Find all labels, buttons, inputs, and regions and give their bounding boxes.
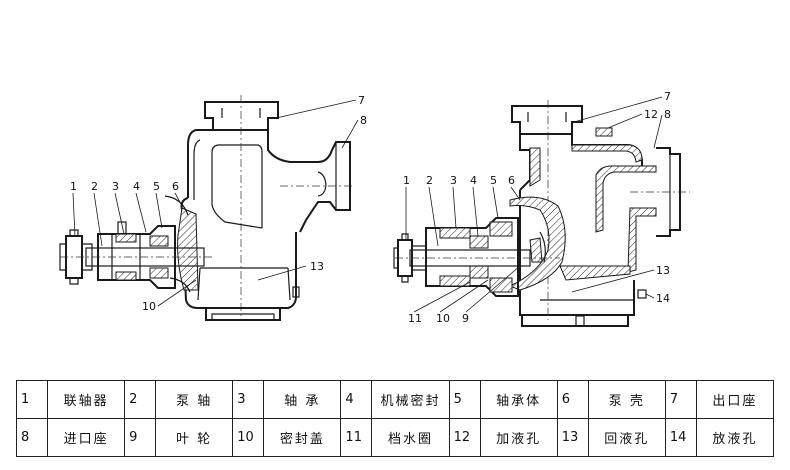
legend-part-name: 放液孔 (695, 418, 775, 457)
legend-row: 8 进口座 9 叶 轮 10 密封盖 11 档水圈 12 加液孔 13 回液孔 … (16, 418, 775, 457)
right-pump-view (393, 100, 690, 327)
legend-number: 14 (664, 418, 697, 457)
right-callout-2: 2 (426, 174, 433, 187)
right-callout-1: 1 (403, 174, 410, 187)
parts-legend-table: 1 联轴器 2 泵 轴 3 轴 承 4 机械密封 5 轴承体 6 泵 壳 7 出… (16, 380, 775, 457)
legend-part-name: 泵 轴 (155, 380, 234, 419)
legend-part-name: 轴 承 (263, 380, 342, 419)
left-pump-view (59, 95, 352, 321)
left-callout-8: 8 (360, 114, 367, 127)
pump-sectional-drawing: 1 2 3 4 5 6 7 8 10 13 (59, 90, 690, 327)
legend-part-name: 机械密封 (371, 380, 450, 419)
left-callouts: 1 2 3 4 5 6 7 8 10 13 (70, 94, 367, 313)
legend-number: 8 (16, 418, 48, 457)
legend-number: 6 (556, 380, 589, 419)
right-callout-6: 6 (508, 174, 515, 187)
legend-part-name: 密封盖 (263, 418, 342, 457)
right-callout-11: 11 (408, 312, 422, 325)
right-callout-14: 14 (656, 292, 670, 305)
left-callout-2: 2 (91, 180, 98, 193)
right-callout-7: 7 (664, 90, 671, 103)
legend-number: 3 (232, 380, 265, 419)
legend-part-name: 联轴器 (46, 380, 126, 419)
left-callout-7: 7 (358, 94, 365, 107)
legend-number: 4 (340, 380, 373, 419)
right-callout-4: 4 (470, 174, 477, 187)
legend-number: 2 (124, 380, 157, 419)
right-callout-13: 13 (656, 264, 670, 277)
right-callout-12: 12 (644, 108, 658, 121)
left-callout-1: 1 (70, 180, 77, 193)
legend-number: 10 (232, 418, 265, 457)
left-callout-10: 10 (142, 300, 156, 313)
left-callout-3: 3 (112, 180, 119, 193)
legend-number: 7 (664, 380, 697, 419)
right-callouts: 1 2 3 4 5 6 7 8 9 10 11 12 13 14 (403, 90, 671, 325)
right-callout-5: 5 (490, 174, 497, 187)
left-callout-13: 13 (310, 260, 324, 273)
legend-part-name: 泵 壳 (587, 380, 666, 419)
legend-part-name: 进口座 (46, 418, 126, 457)
legend-number: 5 (448, 380, 481, 419)
legend-number: 13 (556, 418, 589, 457)
right-callout-10: 10 (436, 312, 450, 325)
legend-part-name: 回液孔 (587, 418, 666, 457)
left-callout-4: 4 (133, 180, 140, 193)
legend-part-name: 加液孔 (479, 418, 558, 457)
right-callout-3: 3 (450, 174, 457, 187)
legend-number: 9 (124, 418, 157, 457)
right-callout-8: 8 (664, 108, 671, 121)
left-callout-6: 6 (172, 180, 179, 193)
legend-number: 11 (340, 418, 373, 457)
legend-part-name: 轴承体 (479, 380, 558, 419)
legend-part-name: 出口座 (695, 380, 775, 419)
left-callout-5: 5 (153, 180, 160, 193)
legend-part-name: 档水圈 (371, 418, 450, 457)
legend-row: 1 联轴器 2 泵 轴 3 轴 承 4 机械密封 5 轴承体 6 泵 壳 7 出… (16, 380, 775, 419)
legend-number: 1 (16, 380, 48, 419)
legend-number: 12 (448, 418, 481, 457)
legend-part-name: 叶 轮 (155, 418, 234, 457)
right-callout-9: 9 (462, 312, 469, 325)
